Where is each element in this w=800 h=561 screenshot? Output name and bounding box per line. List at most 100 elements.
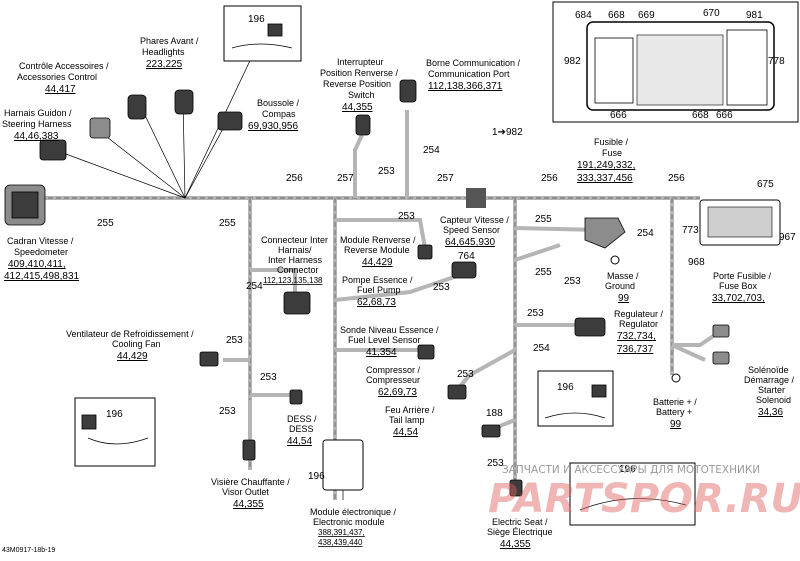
svg-text:Fusible /: Fusible /: [594, 137, 629, 147]
ref-196-module: 196: [308, 471, 325, 482]
svg-text:Connector: Connector: [277, 265, 319, 275]
svg-text:409,410,411,: 409,410,411,: [8, 259, 66, 270]
ref-666-right: 666: [716, 110, 733, 121]
ref-670: 670: [703, 8, 720, 19]
harness-clip: [466, 188, 486, 208]
svg-text:Module électronique /: Module électronique /: [310, 507, 397, 517]
svg-text:Accessories Control: Accessories Control: [17, 72, 97, 82]
cooling-fan-connector: [199, 351, 219, 367]
svg-text:Regulator: Regulator: [619, 319, 658, 329]
inset-boxes: 196 196 196 196 684 668 669 670 981 982 …: [74, 1, 799, 526]
ref-255: 255: [535, 267, 552, 278]
label-dess: DESS / DESS 44,54: [287, 414, 317, 447]
ref-982: 982: [564, 56, 581, 67]
svg-text:DESS: DESS: [289, 424, 314, 434]
svg-text:Solenoid: Solenoid: [756, 395, 791, 405]
ref-253: 253: [219, 406, 236, 417]
svg-text:Headlights: Headlights: [142, 47, 185, 57]
svg-text:Cadran Vitesse /: Cadran Vitesse /: [7, 236, 74, 246]
headlight-left-connector: [127, 94, 147, 120]
ref-253: 253: [487, 458, 504, 469]
svg-text:Compressor /: Compressor /: [366, 365, 421, 375]
ref-196-right: 196: [557, 382, 574, 393]
svg-text:112,123,135,138: 112,123,135,138: [263, 276, 323, 285]
reverse-module-connector: [417, 244, 433, 260]
svg-text:Feu Arrière /: Feu Arrière /: [385, 405, 435, 415]
svg-text:Regulateur /: Regulateur /: [614, 309, 664, 319]
ref-256: 256: [286, 173, 303, 184]
svg-text:44,46,383: 44,46,383: [14, 131, 59, 142]
svg-text:Module Renverse /: Module Renverse /: [340, 235, 416, 245]
ref-196-bottom: 196: [619, 464, 636, 475]
ref-764: 764: [458, 251, 475, 262]
ref-668-bottom: 668: [692, 110, 709, 121]
visor-connector: [242, 439, 256, 461]
svg-text:223,225: 223,225: [146, 59, 183, 70]
svg-text:Harnais/: Harnais/: [278, 245, 312, 255]
svg-text:Switch: Switch: [348, 90, 375, 100]
electric-seat-connector: [509, 479, 523, 497]
svg-text:Speedometer: Speedometer: [14, 247, 68, 257]
svg-text:Visière Chauffante /: Visière Chauffante /: [211, 477, 290, 487]
label-cooling-fan: Ventilateur de Refroidissement / Cooling…: [66, 329, 194, 362]
ref-256: 256: [541, 173, 558, 184]
svg-text:Speed Sensor: Speed Sensor: [443, 225, 500, 235]
label-steering-harness: Harnais Guidon / Steering Harness 44,46,…: [2, 108, 72, 142]
svg-text:62,68,73: 62,68,73: [357, 297, 396, 308]
svg-text:62,69,73: 62,69,73: [378, 387, 417, 398]
svg-text:44,54: 44,54: [287, 436, 312, 447]
inset-196-bottom: [569, 462, 696, 526]
ref-257: 257: [437, 173, 454, 184]
svg-text:Tail lamp: Tail lamp: [389, 415, 425, 425]
svg-text:Reverse Module: Reverse Module: [344, 245, 410, 255]
svg-text:44,417: 44,417: [45, 84, 76, 95]
svg-text:Compas: Compas: [262, 109, 296, 119]
label-fuel-level-sensor: Sonde Niveau Essence / Fuel Level Sensor…: [340, 325, 439, 358]
ref-684: 684: [575, 10, 592, 21]
svg-text:44,355: 44,355: [500, 539, 531, 550]
svg-text:DESS /: DESS /: [287, 414, 317, 424]
svg-text:Phares Avant /: Phares Avant /: [140, 36, 199, 46]
fuel-level-connector: [417, 344, 435, 360]
ref-254: 254: [423, 145, 440, 156]
label-reverse-switch: Interrupteur Position Renverse / Reverse…: [320, 57, 399, 113]
svg-text:44,54: 44,54: [393, 427, 418, 438]
svg-text:Interrupteur: Interrupteur: [337, 57, 384, 67]
svg-text:412,415,498,831: 412,415,498,831: [4, 271, 80, 282]
svg-text:Cooling Fan: Cooling Fan: [112, 339, 161, 349]
electronic-module: [322, 439, 364, 491]
ref-253: 253: [226, 335, 243, 346]
label-speed-sensor: Capteur Vitesse / Speed Sensor 64,645,93…: [440, 215, 509, 248]
label-compressor: Compressor / Compresseur 62,69,73: [366, 365, 421, 398]
svg-text:99: 99: [618, 293, 630, 304]
svg-text:191,249,332,: 191,249,332,: [577, 160, 635, 171]
label-fuse-box: Porte Fusible / Fuse Box 33,702,703,: [712, 271, 772, 304]
label-accessories-control: Contrôle Accessoires / Accessories Contr…: [17, 61, 109, 95]
svg-text:736,737: 736,737: [617, 344, 654, 355]
connectors: [4, 79, 781, 500]
svg-text:Visor Outlet: Visor Outlet: [222, 487, 269, 497]
inter-harness-connector: [283, 291, 311, 315]
svg-text:44,429: 44,429: [362, 257, 393, 268]
label-visor-outlet: Visière Chauffante / Visor Outlet 44,355: [211, 477, 290, 510]
svg-text:Starter: Starter: [758, 385, 785, 395]
ref-256: 256: [668, 173, 685, 184]
svg-text:Battery +: Battery +: [656, 407, 692, 417]
label-ground: Masse / Ground 99: [605, 271, 639, 304]
steering-harness-connector: [39, 139, 67, 161]
inset-196-left: [74, 397, 156, 467]
ref-253: 253: [457, 369, 474, 380]
svg-text:Electric Seat /: Electric Seat /: [492, 517, 548, 527]
svg-text:112,138,366,371: 112,138,366,371: [428, 81, 503, 92]
svg-text:Connecteur Inter: Connecteur Inter: [261, 235, 328, 245]
svg-text:Pompe Essence /: Pompe Essence /: [342, 275, 413, 285]
label-battery: Batterie + / Battery + 99: [653, 397, 697, 430]
ground-ring: [610, 255, 620, 265]
svg-text:732,734,: 732,734,: [617, 331, 656, 342]
label-regulator: Regulateur / Regulator 732,734, 736,737: [614, 309, 664, 355]
compass-connector: [217, 111, 243, 131]
ref-255: 255: [97, 218, 114, 229]
svg-text:Fuse Box: Fuse Box: [719, 281, 758, 291]
svg-text:Siège Électrique: Siège Électrique: [487, 527, 553, 537]
